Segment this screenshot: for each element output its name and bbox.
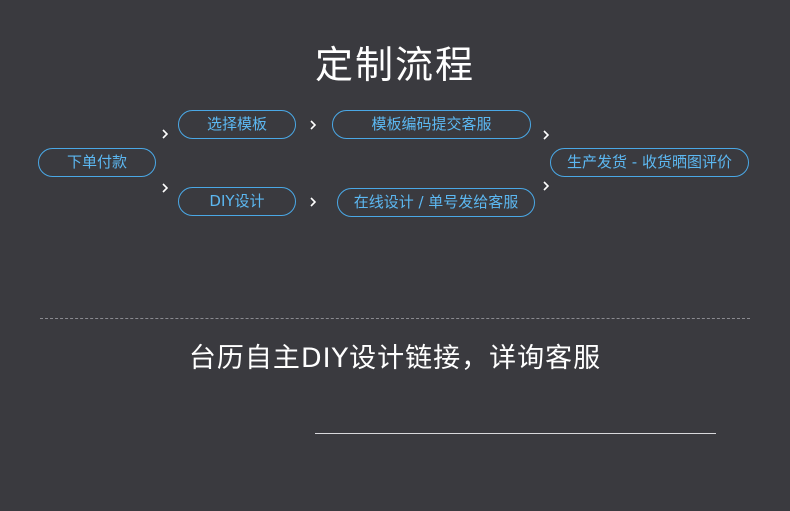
arrow-right-icon	[543, 181, 549, 191]
step-online-design-send-order[interactable]: 在线设计 / 单号发给客服	[337, 188, 535, 217]
arrow-right-icon	[310, 120, 316, 130]
step-choose-template[interactable]: 选择模板	[178, 110, 296, 139]
step-place-order-pay[interactable]: 下单付款	[38, 148, 156, 177]
arrow-right-icon	[162, 129, 168, 139]
link-underline	[315, 433, 716, 434]
step-diy-design[interactable]: DIY设计	[178, 187, 296, 216]
arrow-right-icon	[310, 197, 316, 207]
step-submit-template-code[interactable]: 模板编码提交客服	[332, 110, 531, 139]
arrow-right-icon	[162, 183, 168, 193]
diy-link-note: 台历自主DIY设计链接，详询客服	[188, 343, 602, 374]
step-production-shipping-review[interactable]: 生产发货 - 收货晒图评价	[550, 148, 749, 177]
dashed-divider	[40, 318, 750, 319]
arrow-right-icon	[543, 130, 549, 140]
page-title: 定制流程	[314, 43, 475, 87]
